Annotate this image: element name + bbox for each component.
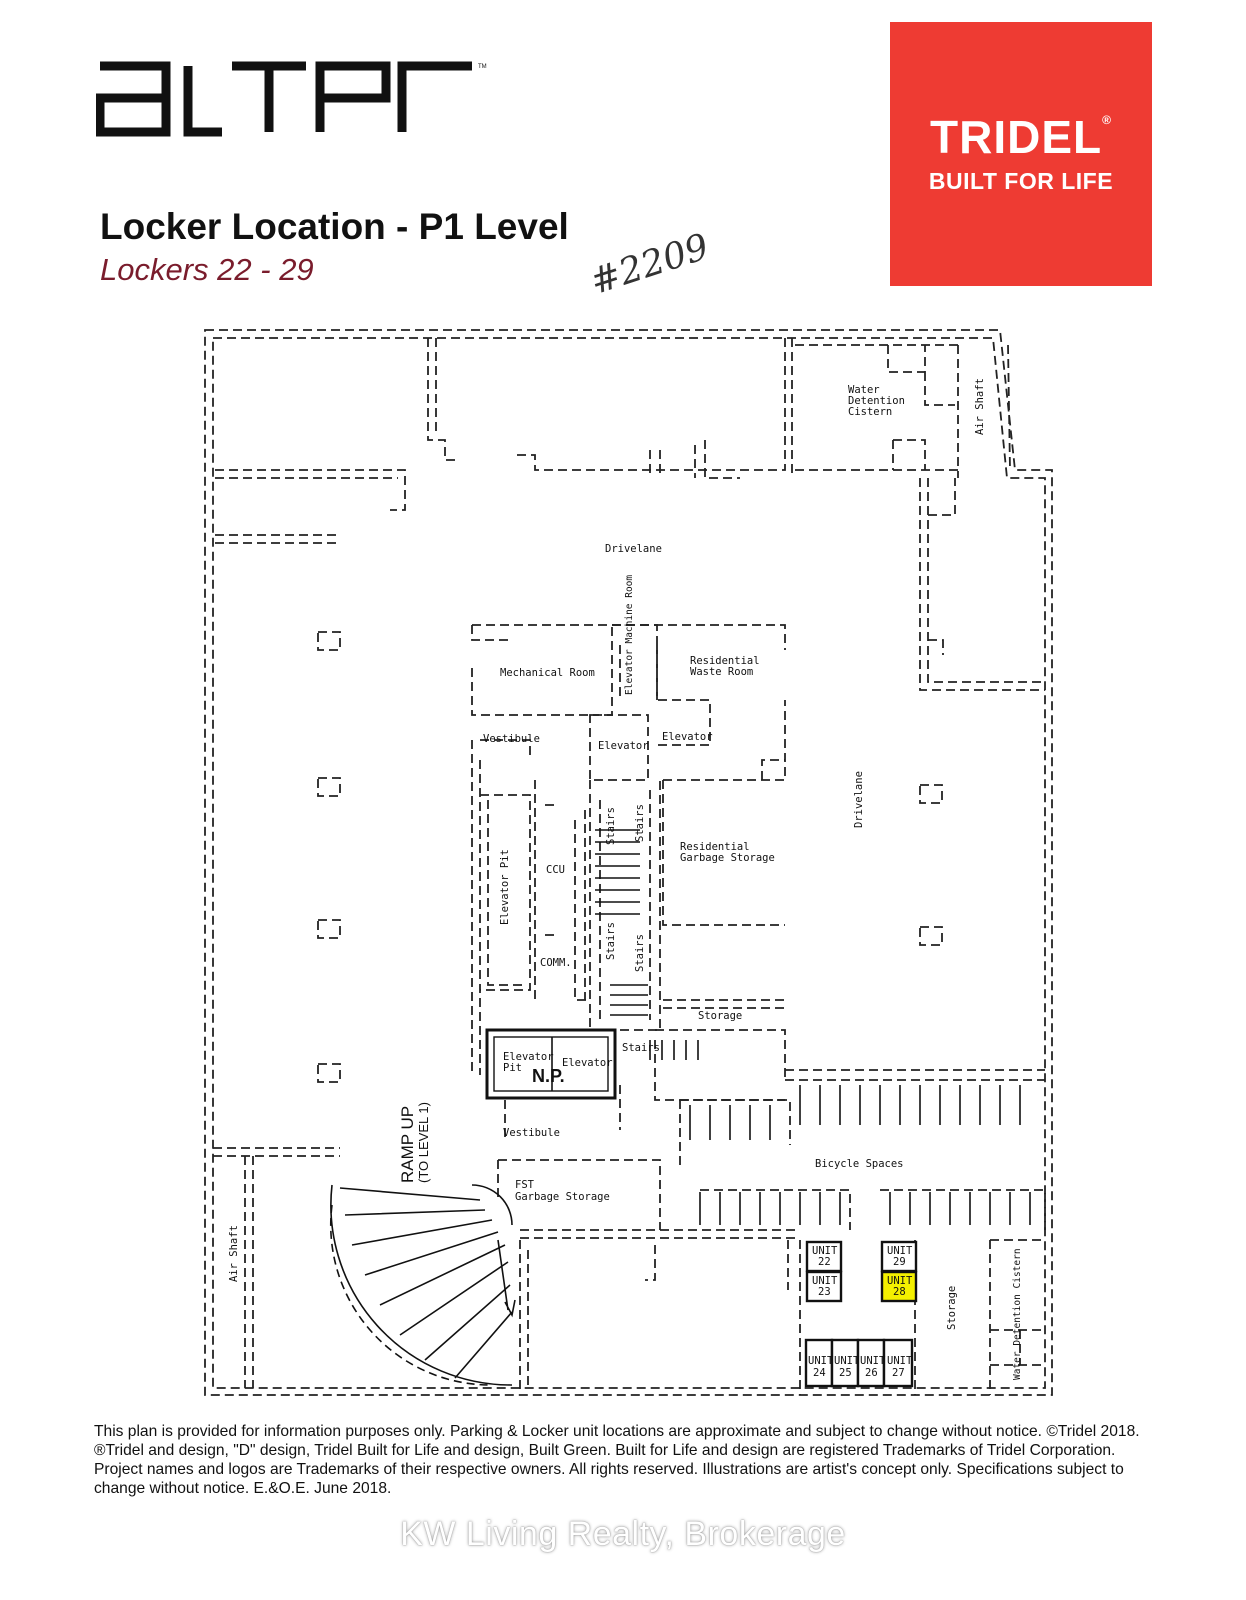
vestibule-top-label: Vestibule xyxy=(483,733,540,745)
stairs-label-4: Stairs xyxy=(634,934,646,972)
alter-logo: TM xyxy=(96,61,487,137)
unit-27-line2: 27 xyxy=(892,1367,905,1379)
fst-garbage-line1: FST xyxy=(515,1179,535,1191)
unit-29-line1: UNIT xyxy=(887,1245,913,1257)
elevator-b-label: Elevator xyxy=(662,731,713,743)
bicycle-spaces-label: Bicycle Spaces xyxy=(815,1158,904,1170)
disclaimer-text: This plan is provided for information pu… xyxy=(94,1423,1140,1497)
to-level-1-label: (TO LEVEL 1) xyxy=(416,1102,431,1183)
watermark: KW Living Realty, Brokerage xyxy=(400,1515,846,1553)
unit-25-line2: 25 xyxy=(839,1367,852,1379)
water-detention-top-line1: Water xyxy=(848,384,880,396)
unit-23-line1: UNIT xyxy=(812,1275,838,1287)
stairs-label-1: Stairs xyxy=(605,807,617,845)
stairs-label-3: Stairs xyxy=(605,922,617,960)
stairs-label-2: Stairs xyxy=(634,804,646,842)
page-subtitle: Lockers 22 - 29 xyxy=(100,252,314,287)
unit-25-line1: UNIT xyxy=(834,1355,860,1367)
fst-garbage-line2: Garbage Storage xyxy=(515,1191,610,1203)
ccu-label: CCU xyxy=(546,864,565,876)
unit-29-box xyxy=(880,1240,918,1273)
unit-22-line2: 22 xyxy=(818,1256,831,1268)
unit-28-box xyxy=(880,1270,918,1303)
residential-garbage-line1: Residential xyxy=(680,841,750,853)
water-detention-top-line2: Detention xyxy=(848,395,905,407)
unit-26-line2: 26 xyxy=(865,1367,878,1379)
drivelane-right-label: Drivelane xyxy=(853,771,865,828)
unit-27-box xyxy=(882,1338,914,1388)
unit-29-line2: 29 xyxy=(893,1256,906,1268)
elevator-pit-vertical-label: Elevator Pit xyxy=(499,849,511,925)
unit-26-line1: UNIT xyxy=(860,1355,886,1367)
residential-waste-line1: Residential xyxy=(690,655,760,667)
air-shaft-top-label: Air Shaft xyxy=(974,378,986,435)
elevator-box-label: Elevator xyxy=(562,1057,613,1069)
tridel-tagline: BUILT FOR LIFE xyxy=(928,167,1114,194)
drivelane-top-label: Drivelane xyxy=(605,543,662,555)
unit-22-line1: UNIT xyxy=(812,1245,838,1257)
unit-27-line1: UNIT xyxy=(887,1355,913,1367)
air-shaft-bottom-label: Air Shaft xyxy=(228,1225,240,1282)
floor-plan: UNIT 22 UNIT 23 UNIT 24 UNIT 25 UNIT 26 … xyxy=(204,329,1053,1396)
unit-23-line2: 23 xyxy=(818,1286,831,1298)
mechanical-room-label: Mechanical Room xyxy=(500,667,595,679)
storage-center-label: Storage xyxy=(698,1010,742,1022)
elevator-pit-box-line1: Elevator xyxy=(503,1051,554,1063)
unit-23-box xyxy=(805,1270,843,1303)
elevator-a-label: Elevator xyxy=(598,740,649,752)
elevator-pit-box-line2: Pit xyxy=(503,1062,522,1074)
svg-text:TM: TM xyxy=(478,64,487,70)
water-detention-top-line3: Cistern xyxy=(848,406,892,418)
residential-waste-line2: Waste Room xyxy=(690,666,753,678)
tridel-logo: TRIDEL® BUILT FOR LIFE xyxy=(890,22,1152,286)
water-detention-bottom-label: Water Detention Cistern xyxy=(1012,1248,1023,1380)
unit-28-line1: UNIT xyxy=(887,1275,913,1287)
vestibule-bottom-label: Vestibule xyxy=(503,1127,560,1139)
tridel-wordmark: TRIDEL® xyxy=(930,110,1112,163)
unit-28-line2: 28 xyxy=(893,1286,906,1298)
comm-label: COMM. xyxy=(540,957,572,969)
unit-24-line1: UNIT xyxy=(808,1355,834,1367)
ramp-up-label: RAMP UP xyxy=(398,1106,417,1183)
unit-24-line2: 24 xyxy=(813,1367,826,1379)
page-title: Locker Location - P1 Level xyxy=(100,206,569,247)
np-label: N.P. xyxy=(532,1066,565,1086)
residential-garbage-line2: Garbage Storage xyxy=(680,852,775,864)
elevator-machine-room-label: Elevator Machine Room xyxy=(624,575,635,695)
stairs-label-5: Stairs xyxy=(622,1042,660,1054)
storage-right-label: Storage xyxy=(946,1286,958,1330)
